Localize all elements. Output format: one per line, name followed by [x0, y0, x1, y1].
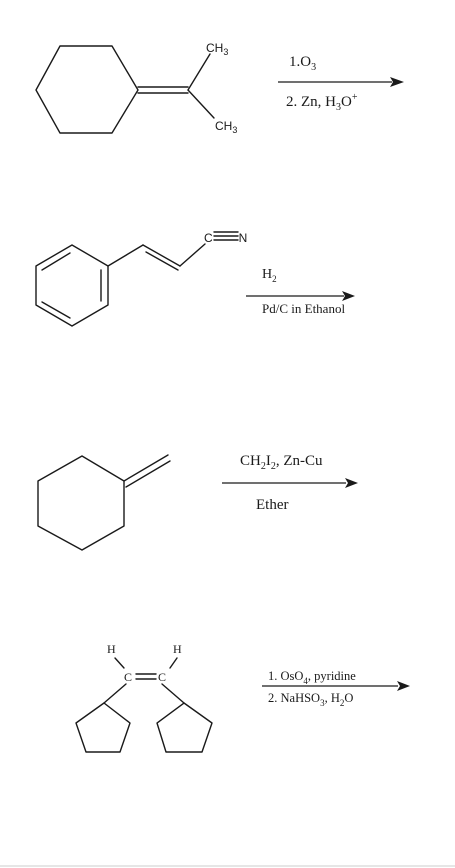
- ring-bond-left: [103, 683, 127, 704]
- cyclopentane-left: [75, 702, 131, 753]
- methylene-double-bond-a: [123, 454, 169, 482]
- reaction-4: H H C C 1. OsO4, pyridine 2. NaHSO3, H2O: [75, 642, 410, 753]
- ring-bond-right: [161, 683, 185, 704]
- reagent-ozone: 1.O3: [289, 54, 316, 73]
- benzene-inner-2: [41, 301, 71, 319]
- substrate-dicyclopentylethene: H H C C: [75, 642, 213, 753]
- reagent-bisulfite: 2. NaHSO3, H2O: [268, 691, 353, 708]
- methyl-bond-top: [187, 53, 211, 91]
- vinyl-bond-1: [107, 244, 144, 267]
- reagent-simmons-smith: CH2I2, Zn-Cu: [240, 453, 323, 472]
- reaction-3: CH2I2, Zn-Cu Ether: [37, 453, 358, 551]
- reaction-1: CH3 CH3 1.O3 2. Zn, H3O+: [35, 41, 404, 135]
- reaction-arrow-2: [246, 291, 355, 301]
- methyl-label-bottom: CH3: [215, 119, 237, 135]
- methylene-double-bond-b: [125, 460, 171, 488]
- cyclohexane-ring-2: [37, 455, 125, 551]
- reagent-ether: Ether: [256, 497, 288, 513]
- reagent-osmium: 1. OsO4, pyridine: [268, 669, 356, 686]
- methyl-label-top: CH3: [206, 41, 228, 57]
- vinyl-bond-2: [179, 243, 206, 267]
- substrate-isopropylidenecyclohexane: CH3 CH3: [35, 41, 237, 135]
- reaction-arrow-1: [278, 77, 404, 87]
- alkene-carbon-left: C: [124, 670, 132, 684]
- cyclopentane-right: [156, 702, 213, 753]
- vinyl-double-bond-b: [145, 251, 179, 271]
- alkene-carbon-right: C: [158, 670, 166, 684]
- benzene-inner-3: [41, 252, 71, 271]
- hydrogen-right: H: [173, 642, 182, 656]
- reagent-catalyst: Pd/C in Ethanol: [262, 301, 345, 316]
- reaction-arrow-4: [262, 681, 410, 691]
- cyclohexane-ring: [35, 45, 139, 134]
- h-bond-right: [169, 657, 178, 669]
- benzene-ring: [35, 244, 109, 327]
- reaction-arrow-3: [222, 478, 358, 488]
- vinyl-double-bond-a: [142, 244, 181, 267]
- h-bond-left: [114, 657, 125, 669]
- reagent-zn-acid: 2. Zn, H3O+: [286, 92, 358, 113]
- substrate-methylenecyclohexane: [37, 454, 171, 551]
- reagent-hydrogen: H2: [262, 267, 277, 284]
- hydrogen-left: H: [107, 642, 116, 656]
- methyl-bond-bottom: [187, 89, 215, 119]
